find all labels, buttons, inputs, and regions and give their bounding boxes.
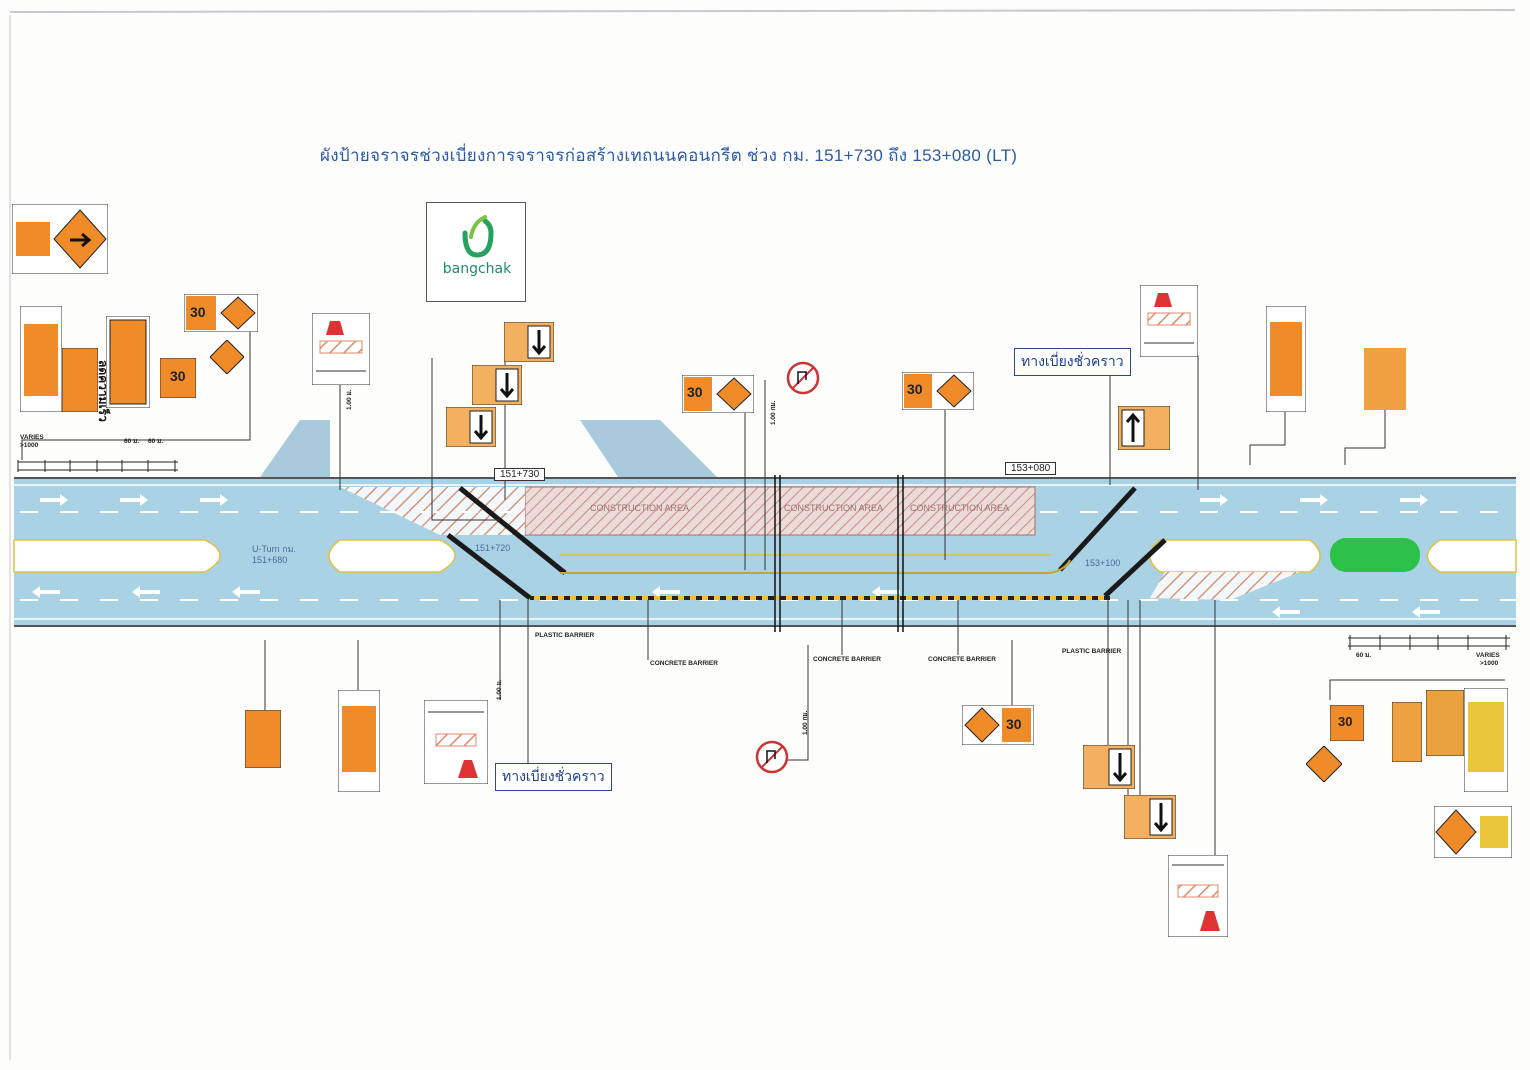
- green-median: [1330, 538, 1420, 572]
- spacing-60m-a: 60 ม.: [124, 438, 140, 445]
- bangchak-leaf-icon: [462, 215, 494, 258]
- sign-reduce-speed-bottom: [1392, 702, 1422, 762]
- sign-cone-barricade-left: [312, 313, 370, 385]
- ramp-left: [258, 420, 330, 480]
- chainage-end: 153+080: [1005, 462, 1057, 475]
- sign-end-text: [1364, 348, 1406, 410]
- spacing-60m-right: 60 ม.: [1356, 652, 1372, 659]
- no-uturn-sign-bottom: [755, 740, 789, 774]
- speed-30-right-text: 30: [907, 381, 923, 397]
- sign-bottom-construction: [338, 690, 380, 792]
- speed-30-curve-text: 30: [190, 304, 206, 320]
- construction-area-label-1: CONSTRUCTION AREA: [590, 503, 690, 513]
- plastic-barrier-label-left: PLASTIC BARRIER: [535, 632, 595, 639]
- no-uturn-sign-top: [786, 361, 820, 395]
- sign-speed-30-left: [160, 358, 196, 398]
- ramp-right: [580, 420, 720, 480]
- sign-speed-30-far-right: [1330, 705, 1364, 741]
- sign-barricade-cone-bottom: [424, 700, 488, 784]
- spacing-varies-left: VARIES: [20, 434, 44, 441]
- uturn-label: U-Turn กม.: [252, 544, 297, 554]
- dim-1m-bottom: 1.00 ม.: [496, 679, 503, 700]
- sign-merge-down: [446, 407, 496, 447]
- construction-area-label-2: CONSTRUCTION AREA: [784, 503, 884, 513]
- concrete-barrier-label-1: CONCRETE BARRIER: [650, 660, 718, 667]
- sign-work-ahead-text: [62, 348, 98, 412]
- sign-keep-down-bottom-a: [1083, 745, 1135, 789]
- sign-lane-shift: [210, 340, 244, 374]
- median-km-a: 151+720: [475, 543, 511, 553]
- break-lines: [774, 475, 904, 632]
- sign-reduce-speed: [106, 316, 150, 408]
- sign-keep-down-bottom-b: [1124, 795, 1176, 839]
- sign-spacing-scale-right: [1348, 635, 1510, 650]
- detour-label-top: ทางเบี่ยงชั่วคราว: [1014, 348, 1131, 376]
- lane-arrows: [32, 494, 1440, 618]
- spacing-min-left: >1000: [20, 442, 39, 449]
- speed-30-far-right-text: 30: [1338, 714, 1353, 729]
- dim-1m-top: 1.00 ม.: [346, 389, 353, 410]
- median-km-b: 153+100: [1085, 558, 1121, 568]
- sign-work-text-bottom: [1426, 690, 1464, 756]
- spacing-min-right: >1000: [1480, 660, 1499, 667]
- bangchak-logo: bangchak: [426, 202, 526, 302]
- sign-advance-construction: [20, 306, 62, 412]
- spacing-varies-right: VARIES: [1476, 652, 1500, 659]
- sign-speed-30-bottom: [962, 705, 1034, 745]
- sign-keep-left-down: [472, 365, 522, 405]
- speed-30-center-text: 30: [687, 384, 703, 400]
- spacing-60m-b: 60 ม.: [148, 438, 164, 445]
- reduce-speed-text: ลดความเร็ว: [96, 360, 110, 422]
- concrete-barrier-label-3: CONCRETE BARRIER: [928, 656, 996, 663]
- sign-speed-30-right: [902, 372, 974, 410]
- sign-cone-barricade-right: [1140, 285, 1198, 357]
- sign-left-turn-panel: [12, 204, 108, 274]
- detour-label-bottom: ทางเบี่ยงชั่วคราว: [495, 763, 612, 791]
- sign-keep-up: [1118, 406, 1170, 450]
- sign-right-turn-panel-bottom: [1434, 806, 1512, 858]
- sign-end-construction: [1266, 306, 1306, 412]
- dim-1km-bottom: 1.00 กม.: [802, 710, 809, 735]
- sign-spacing-scale-left: [17, 460, 178, 472]
- sign-bottom-info-left: [245, 710, 281, 768]
- speed-30-bottom-text: 30: [1006, 716, 1022, 732]
- plastic-barrier-lines: [446, 486, 1167, 600]
- sign-speed-30-center: [682, 375, 754, 413]
- concrete-barrier-label-2: CONCRETE BARRIER: [813, 656, 881, 663]
- dim-1km-top: 1.00 กม.: [770, 400, 777, 425]
- plastic-barrier-label-right: PLASTIC BARRIER: [1062, 648, 1122, 655]
- chainage-start: 151+730: [494, 468, 546, 481]
- lane-markings: [20, 511, 1516, 601]
- uturn-km: 151+680: [252, 555, 288, 565]
- sign-speed-curve: [184, 294, 258, 332]
- sign-barricade-cone-right-bottom: [1168, 855, 1228, 937]
- page-title: ผังป้ายจราจรช่วงเบี่ยงการจราจรก่อสร้างเท…: [320, 146, 1018, 165]
- sign-keep-right-down: [504, 322, 554, 362]
- speed-30-left-text: 30: [170, 368, 186, 384]
- sign-lane-shift-bottom: [1306, 746, 1342, 782]
- construction-area-label-3: CONSTRUCTION AREA: [910, 503, 1010, 513]
- logo-text: bangchak: [442, 261, 512, 277]
- sign-end-work-bottom: [1464, 688, 1508, 792]
